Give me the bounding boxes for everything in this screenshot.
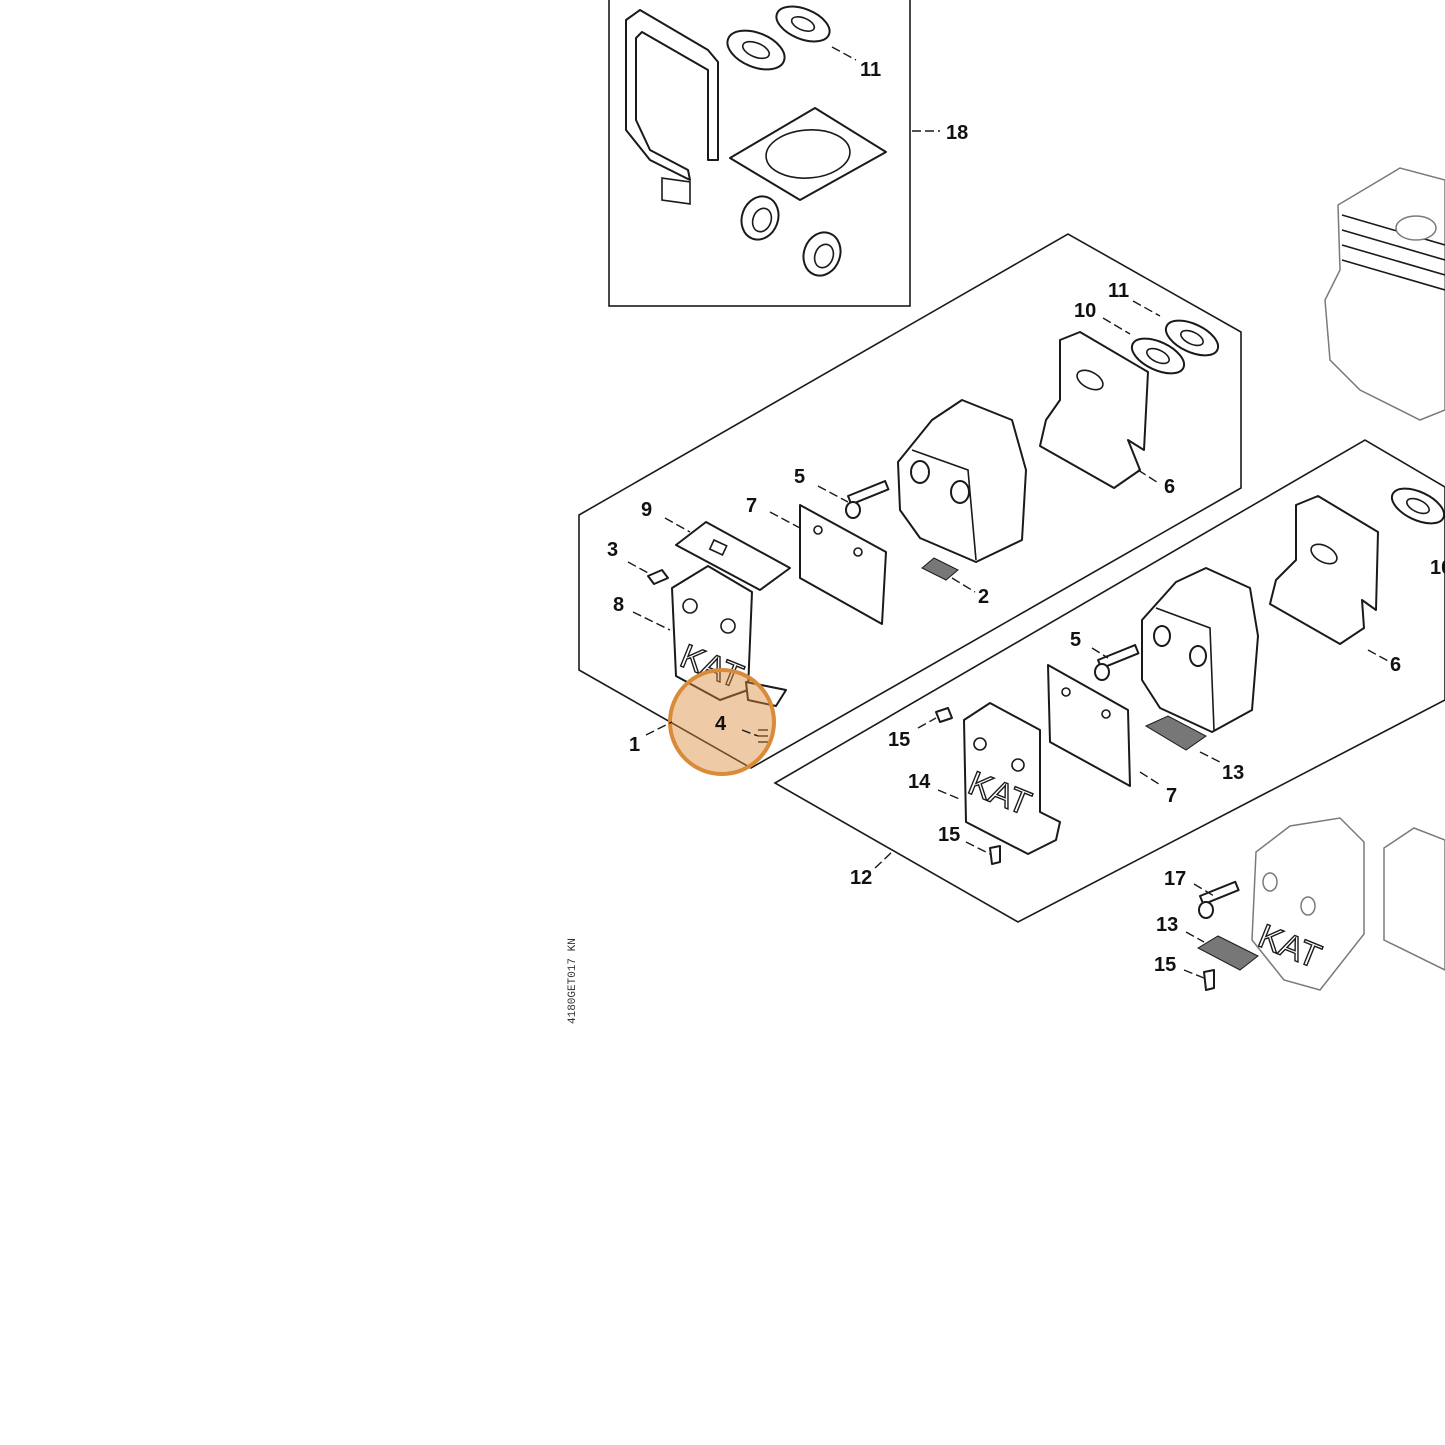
callout-4-highlighted[interactable]: 4 bbox=[715, 713, 727, 735]
callout-5-upper[interactable]: 5 bbox=[794, 466, 805, 488]
drawing-id: 4180GET017 KN bbox=[567, 938, 579, 1024]
callout-12[interactable]: 12 bbox=[850, 867, 872, 889]
callout-5-lower[interactable]: 5 bbox=[1070, 629, 1081, 651]
callout-10-upper[interactable]: 10 bbox=[1074, 300, 1096, 322]
callout-7-upper[interactable]: 7 bbox=[746, 495, 757, 517]
callout-15-loose[interactable]: 15 bbox=[1154, 954, 1176, 976]
callout-6-upper[interactable]: 6 bbox=[1164, 476, 1175, 498]
callout-18[interactable]: 18 bbox=[946, 122, 968, 144]
callout-17[interactable]: 17 bbox=[1164, 868, 1186, 890]
callout-3[interactable]: 3 bbox=[607, 539, 618, 561]
callout-9[interactable]: 9 bbox=[641, 499, 652, 521]
callout-1[interactable]: 1 bbox=[629, 734, 640, 756]
muffler-kit-lower: KAT bbox=[773, 439, 1445, 923]
muffler-kit-upper: KAT bbox=[578, 233, 1242, 769]
callout-13-lower[interactable]: 13 bbox=[1222, 762, 1244, 784]
loose-parts-lower-right: KAT bbox=[1196, 817, 1445, 991]
callout-15-top[interactable]: 15 bbox=[888, 729, 910, 751]
callout-11-upper[interactable]: 11 bbox=[1108, 280, 1129, 302]
callout-8[interactable]: 8 bbox=[613, 594, 624, 616]
callout-11-kit[interactable]: 11 bbox=[860, 59, 881, 81]
callout-10-lower[interactable]: 10 bbox=[1430, 557, 1445, 579]
callout-2[interactable]: 2 bbox=[978, 586, 989, 608]
callout-6-lower[interactable]: 6 bbox=[1390, 654, 1401, 676]
leader-lines bbox=[627, 46, 1391, 979]
highlight-circle[interactable] bbox=[668, 668, 776, 776]
callout-7-lower[interactable]: 7 bbox=[1166, 785, 1177, 807]
callout-14[interactable]: 14 bbox=[908, 771, 931, 793]
screw-5-upper bbox=[845, 480, 890, 519]
highlight-marker[interactable] bbox=[668, 668, 776, 776]
callout-13-loose[interactable]: 13 bbox=[1156, 914, 1178, 936]
gasket-kit-box bbox=[608, 0, 911, 307]
callout-labels: 11 18 11 10 6 5 7 9 3 8 2 1 4 5 6 10 13 … bbox=[607, 59, 1445, 976]
callout-15-mid[interactable]: 15 bbox=[938, 824, 960, 846]
engine-outline bbox=[1324, 167, 1445, 421]
